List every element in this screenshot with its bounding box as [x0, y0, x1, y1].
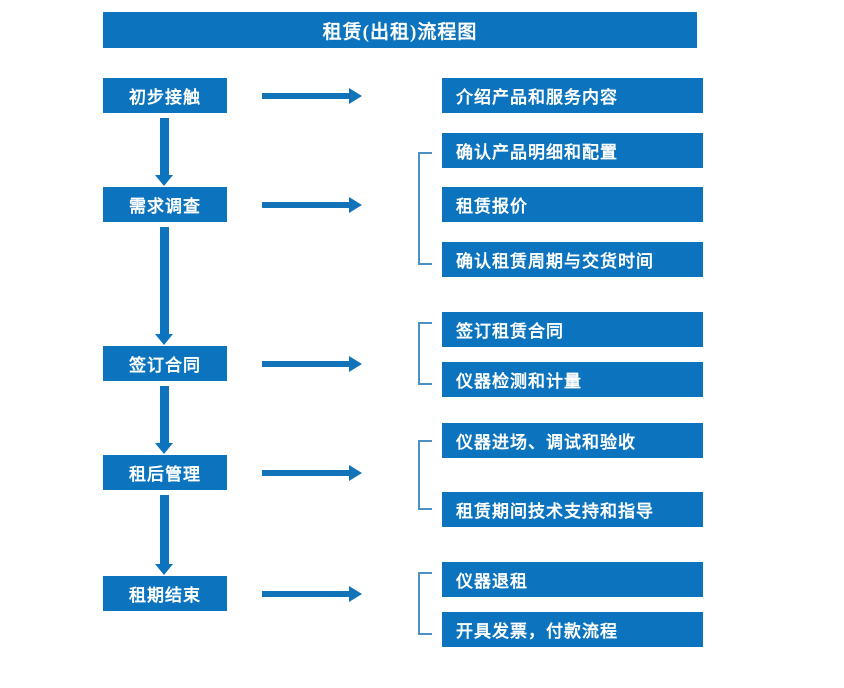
group-bracket [418, 322, 432, 385]
detail-box[interactable]: 仪器检测和计量 [442, 362, 703, 397]
right-arrow-icon [262, 586, 362, 602]
right-arrow-icon [262, 197, 362, 213]
group-bracket [418, 440, 432, 510]
group-bracket [418, 572, 432, 635]
group-bracket [418, 152, 432, 265]
detail-box[interactable]: 仪器进场、调试和验收 [442, 423, 703, 458]
detail-box[interactable]: 签订租赁合同 [442, 312, 703, 347]
detail-box[interactable]: 确认产品明细和配置 [442, 133, 703, 168]
detail-box[interactable]: 租赁期间技术支持和指导 [442, 492, 703, 527]
detail-box[interactable]: 租赁报价 [442, 187, 703, 222]
page-title: 租赁(出租)流程图 [103, 12, 697, 48]
stage-box[interactable]: 需求调查 [103, 187, 227, 222]
stage-box[interactable]: 租期结束 [103, 576, 227, 611]
down-arrow-icon [155, 386, 173, 454]
right-arrow-icon [262, 356, 362, 372]
stage-box[interactable]: 初步接触 [103, 78, 227, 113]
stage-box[interactable]: 租后管理 [103, 455, 227, 490]
down-arrow-icon [155, 118, 173, 186]
down-arrow-icon [155, 227, 173, 345]
detail-box[interactable]: 开具发票，付款流程 [442, 612, 703, 647]
detail-box[interactable]: 确认租赁周期与交货时间 [442, 242, 703, 277]
detail-box[interactable]: 介绍产品和服务内容 [442, 78, 703, 113]
right-arrow-icon [262, 88, 362, 104]
right-arrow-icon [262, 465, 362, 481]
stage-box[interactable]: 签订合同 [103, 346, 227, 381]
down-arrow-icon [155, 495, 173, 575]
detail-box[interactable]: 仪器退租 [442, 562, 703, 597]
